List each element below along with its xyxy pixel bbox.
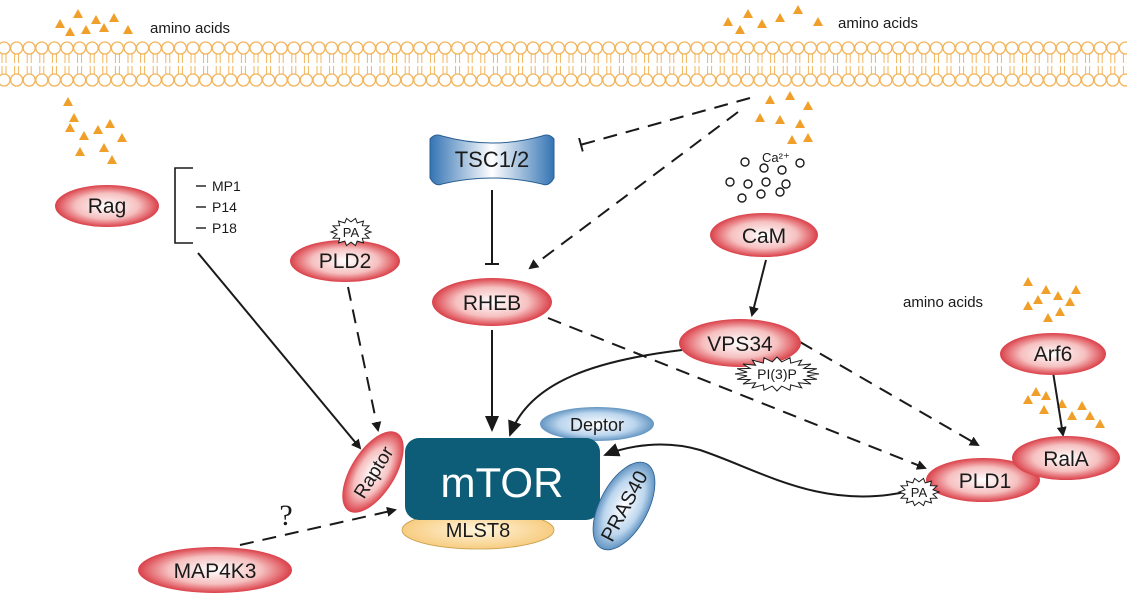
amino-acids-label-mid: amino acids xyxy=(903,294,983,311)
rag-component-p14: P14 xyxy=(212,199,237,215)
cell-membrane xyxy=(0,41,1127,87)
rag-components: MP1 P14 P18 xyxy=(196,178,241,236)
edge-pld2-to-raptor xyxy=(347,286,382,432)
mtor-label: mTOR xyxy=(441,459,564,506)
rala-node: RalA xyxy=(1012,436,1120,480)
rheb-label: RHEB xyxy=(463,292,521,315)
pld2-node: PLD2 xyxy=(290,240,400,282)
calcium-label: Ca²⁺ xyxy=(762,150,790,165)
edge-rag-to-raptor xyxy=(197,252,362,450)
raptor-node: Raptor xyxy=(342,431,404,513)
rag-component-p18: P18 xyxy=(212,220,237,236)
amino-acids-label-left: amino acids xyxy=(150,20,230,37)
pld1-node: PLD1 xyxy=(926,458,1040,502)
edge-pld1-to-mtor xyxy=(603,443,906,498)
arf6-node: Arf6 xyxy=(1000,333,1106,375)
cam-node: CaM xyxy=(710,213,818,257)
pld1-pa-badge: PA xyxy=(897,477,941,507)
calcium-ions xyxy=(725,157,805,203)
edge-cam-to-vps34 xyxy=(749,259,767,317)
arf6-label: Arf6 xyxy=(1034,343,1073,366)
cam-label: CaM xyxy=(742,225,786,248)
connections xyxy=(174,97,1067,546)
rala-label: RalA xyxy=(1043,448,1089,471)
rag-component-mp1: MP1 xyxy=(212,178,241,194)
rag-node: Rag xyxy=(55,185,159,227)
pld2-label: PLD2 xyxy=(319,250,372,273)
amino-acid-clusters xyxy=(55,5,1105,428)
amino-acids-label-right: amino acids xyxy=(838,15,918,32)
deptor-label: Deptor xyxy=(570,415,624,435)
rheb-node: RHEB xyxy=(432,278,552,326)
pld2-pa-badge: PA xyxy=(329,217,373,247)
edge-aa-to-rheb xyxy=(528,111,739,270)
pld1-label: PLD1 xyxy=(959,470,1012,493)
rag-label: Rag xyxy=(88,195,127,218)
mtor-node: mTOR xyxy=(405,438,600,520)
vps34-label: VPS34 xyxy=(707,333,773,356)
deptor-node: Deptor xyxy=(540,407,654,441)
question-mark: ? xyxy=(279,499,292,532)
map4k3-label: MAP4K3 xyxy=(174,560,257,583)
edge-vps34-to-mtor xyxy=(508,349,683,437)
map4k3-node: MAP4K3 xyxy=(138,547,292,593)
edge-map4k3-to-mtor xyxy=(239,506,397,546)
edge-vps34-to-pld1 xyxy=(799,341,980,447)
pi3p-label: PI(3)P xyxy=(757,366,797,382)
edge-arf6-to-rala xyxy=(1052,371,1067,437)
mlst8-label: MLST8 xyxy=(446,520,510,542)
rag-complex-bracket xyxy=(174,167,193,244)
tsc-node: TSC1/2 xyxy=(429,134,555,186)
mlst8-node: MLST8 xyxy=(401,510,555,550)
pld1-pa-label: PA xyxy=(911,485,928,500)
vps34-node: VPS34 xyxy=(679,319,801,367)
tsc-label: TSC1/2 xyxy=(455,147,530,172)
pld2-pa-label: PA xyxy=(343,225,360,240)
pi3p-badge: PI(3)P xyxy=(734,356,820,392)
edge-aa-to-tsc xyxy=(578,97,751,152)
